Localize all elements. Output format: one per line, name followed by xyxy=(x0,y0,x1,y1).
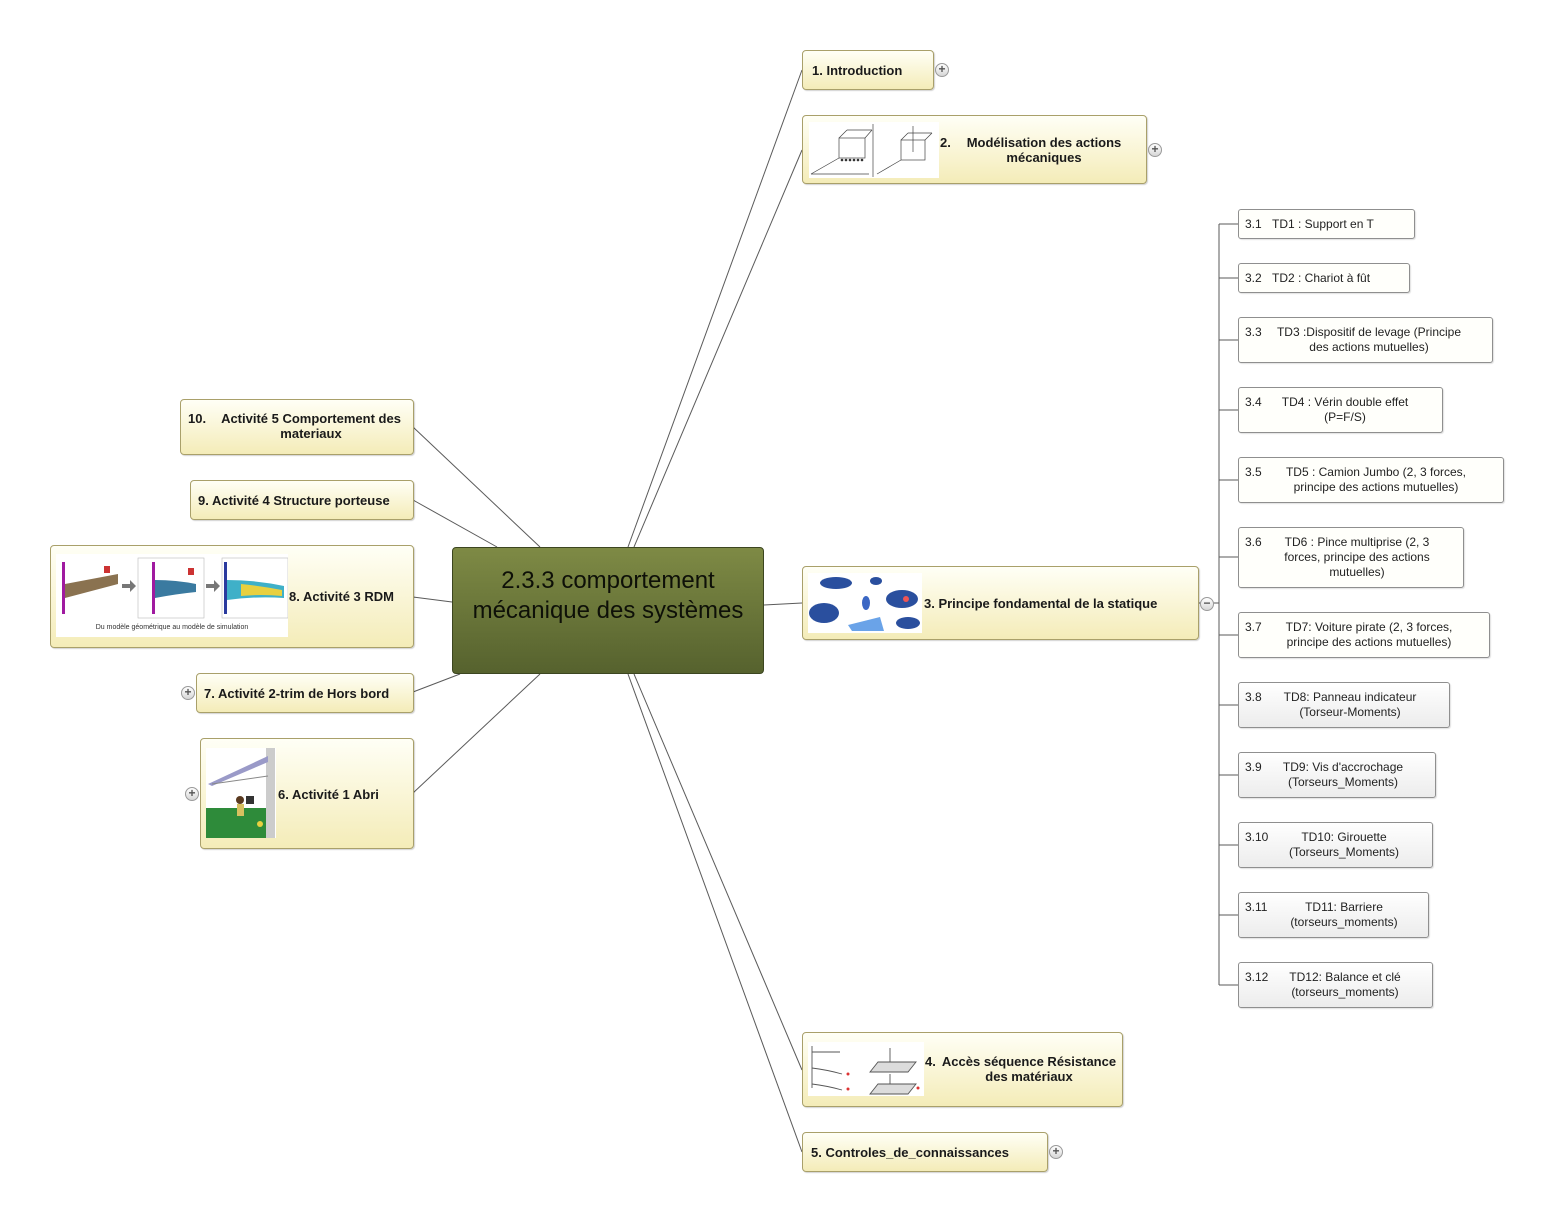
collapse-toggle-icon[interactable]: − xyxy=(1200,597,1214,611)
central-topic[interactable]: 2.3.3 comportement mécanique des système… xyxy=(452,547,764,674)
topic-principe-fondamental[interactable]: 3. Principe fondamental de la statique xyxy=(802,566,1199,640)
td-item-number: 3.3 xyxy=(1245,325,1262,339)
td-item-label: TD5 : Camion Jumbo (2, 3 forces, princip… xyxy=(1285,465,1467,494)
td-item-number: 3.5 xyxy=(1245,465,1262,479)
topic-controles-label: 5. Controles_de_connaissances xyxy=(811,1145,1009,1160)
topic-activite-5-label: Activité 5 Comportement des materiaux xyxy=(221,411,401,441)
expand-toggle-icon[interactable]: + xyxy=(185,787,199,801)
topic-modelisation-number: 2. xyxy=(940,135,951,150)
td-item-label: TD2 : Chariot à fût xyxy=(1272,271,1371,285)
td-item-number: 3.12 xyxy=(1245,970,1269,984)
td-item[interactable]: 3.2 TD2 : Chariot à fût xyxy=(1238,263,1410,293)
topic-acces-sequence-label: Accès séquence Résistance des matériaux xyxy=(941,1054,1117,1084)
td-item[interactable]: 3.4 TD4 : Vérin double effet (P=F/S) xyxy=(1238,387,1443,433)
td-item-number: 3.9 xyxy=(1245,760,1262,774)
expand-toggle-icon[interactable]: + xyxy=(1148,143,1162,157)
expand-toggle-icon[interactable]: + xyxy=(181,686,195,700)
topic-acces-sequence-number: 4. xyxy=(925,1054,936,1069)
topic-activite-2-label: 7. Activité 2-trim de Hors bord xyxy=(204,686,390,701)
topic-activite-4-label: 9. Activité 4 Structure porteuse xyxy=(198,493,390,508)
rdm-thumbnail xyxy=(808,1042,924,1096)
topic-activite-1-abri[interactable]: 6. Activité 1 Abri xyxy=(200,738,414,849)
td-item-label: TD11: Barriere (torseurs_moments) xyxy=(1290,900,1398,929)
td-item-number: 3.11 xyxy=(1245,900,1268,914)
topic-controles-connaissances[interactable]: 5. Controles_de_connaissances xyxy=(802,1132,1048,1172)
rdm-image-caption: Du modèle géométrique au modèle de simul… xyxy=(95,624,249,631)
td-item-label: TD4 : Vérin double effet (P=F/S) xyxy=(1281,395,1409,424)
expand-toggle-icon[interactable]: + xyxy=(935,63,949,77)
topic-activite-4[interactable]: 9. Activité 4 Structure porteuse xyxy=(190,480,414,520)
td-item[interactable]: 3.11 TD11: Barriere (torseurs_moments) xyxy=(1238,892,1429,938)
td-item[interactable]: 3.1 TD1 : Support en T xyxy=(1238,209,1415,239)
td-item-number: 3.1 xyxy=(1245,217,1262,231)
td-item-label: TD3 :Dispositif de levage (Principe des … xyxy=(1276,325,1462,354)
central-topic-title: 2.3.3 comportement mécanique des système… xyxy=(472,567,744,624)
topic-activite-3-rdm[interactable]: Du modèle géométrique au modèle de simul… xyxy=(50,545,414,648)
td-item-number: 3.4 xyxy=(1245,395,1262,409)
topic-activite-5-number: 10. xyxy=(188,411,207,426)
td-item-label: TD1 : Support en T xyxy=(1272,217,1374,231)
td-item-label: TD9: Vis d'accrochage (Torseurs_Moments) xyxy=(1282,760,1404,789)
topic-activite-2[interactable]: 7. Activité 2-trim de Hors bord xyxy=(196,673,414,713)
td-item-label: TD10: Girouette (Torseurs_Moments) xyxy=(1288,830,1400,859)
topic-introduction[interactable]: 1. Introduction xyxy=(802,50,934,90)
td-item-label: TD6 : Pince multiprise (2, 3 forces, pri… xyxy=(1284,535,1430,579)
topic-activite-3-label: 8. Activité 3 RDM xyxy=(289,589,394,604)
td-item-number: 3.10 xyxy=(1245,830,1269,844)
td-item[interactable]: 3.8 TD8: Panneau indicateur (Torseur-Mom… xyxy=(1238,682,1450,728)
expand-toggle-icon[interactable]: + xyxy=(1049,1145,1063,1159)
td-item[interactable]: 3.10 TD10: Girouette (Torseurs_Moments) xyxy=(1238,822,1433,868)
td-item[interactable]: 3.3 TD3 :Dispositif de levage (Principe … xyxy=(1238,317,1493,363)
td-item[interactable]: 3.5 TD5 : Camion Jumbo (2, 3 forces, pri… xyxy=(1238,457,1504,503)
topic-activite-1-label: 6. Activité 1 Abri xyxy=(278,787,379,802)
td-item[interactable]: 3.9 TD9: Vis d'accrochage (Torseurs_Mome… xyxy=(1238,752,1436,798)
topic-principe-fondamental-label: 3. Principe fondamental de la statique xyxy=(924,596,1158,611)
topic-acces-sequence-rdm[interactable]: 4. Accès séquence Résistance des matéria… xyxy=(802,1032,1123,1107)
statique-thumbnail xyxy=(808,573,922,633)
td-item-number: 3.7 xyxy=(1245,620,1262,634)
td-item[interactable]: 3.7 TD7: Voiture pirate (2, 3 forces, pr… xyxy=(1238,612,1490,658)
td-item-label: TD7: Voiture pirate (2, 3 forces, princi… xyxy=(1285,620,1453,649)
td-item-number: 3.6 xyxy=(1245,535,1262,549)
topic-modelisation-label: Modélisation des actions mécaniques xyxy=(966,135,1122,165)
topic-modelisation[interactable]: 2. Modélisation des actions mécaniques xyxy=(802,115,1147,184)
td-item[interactable]: 3.12 TD12: Balance et clé (torseurs_mome… xyxy=(1238,962,1433,1008)
td-item-label: TD8: Panneau indicateur (Torseur-Moments… xyxy=(1283,690,1417,719)
modelisation-thumbnail xyxy=(809,122,939,178)
td-item-number: 3.8 xyxy=(1245,690,1262,704)
topic-introduction-label: 1. Introduction xyxy=(812,63,903,78)
topic-activite-5[interactable]: 10. Activité 5 Comportement des materiau… xyxy=(180,399,414,455)
td-item[interactable]: 3.6 TD6 : Pince multiprise (2, 3 forces,… xyxy=(1238,527,1464,588)
td-item-number: 3.2 xyxy=(1245,271,1262,285)
td-item-label: TD12: Balance et clé (torseurs_moments) xyxy=(1289,970,1401,999)
abri-thumbnail xyxy=(206,748,276,838)
rdm-simulation-thumbnail: Du modèle géométrique au modèle de simul… xyxy=(56,554,288,637)
